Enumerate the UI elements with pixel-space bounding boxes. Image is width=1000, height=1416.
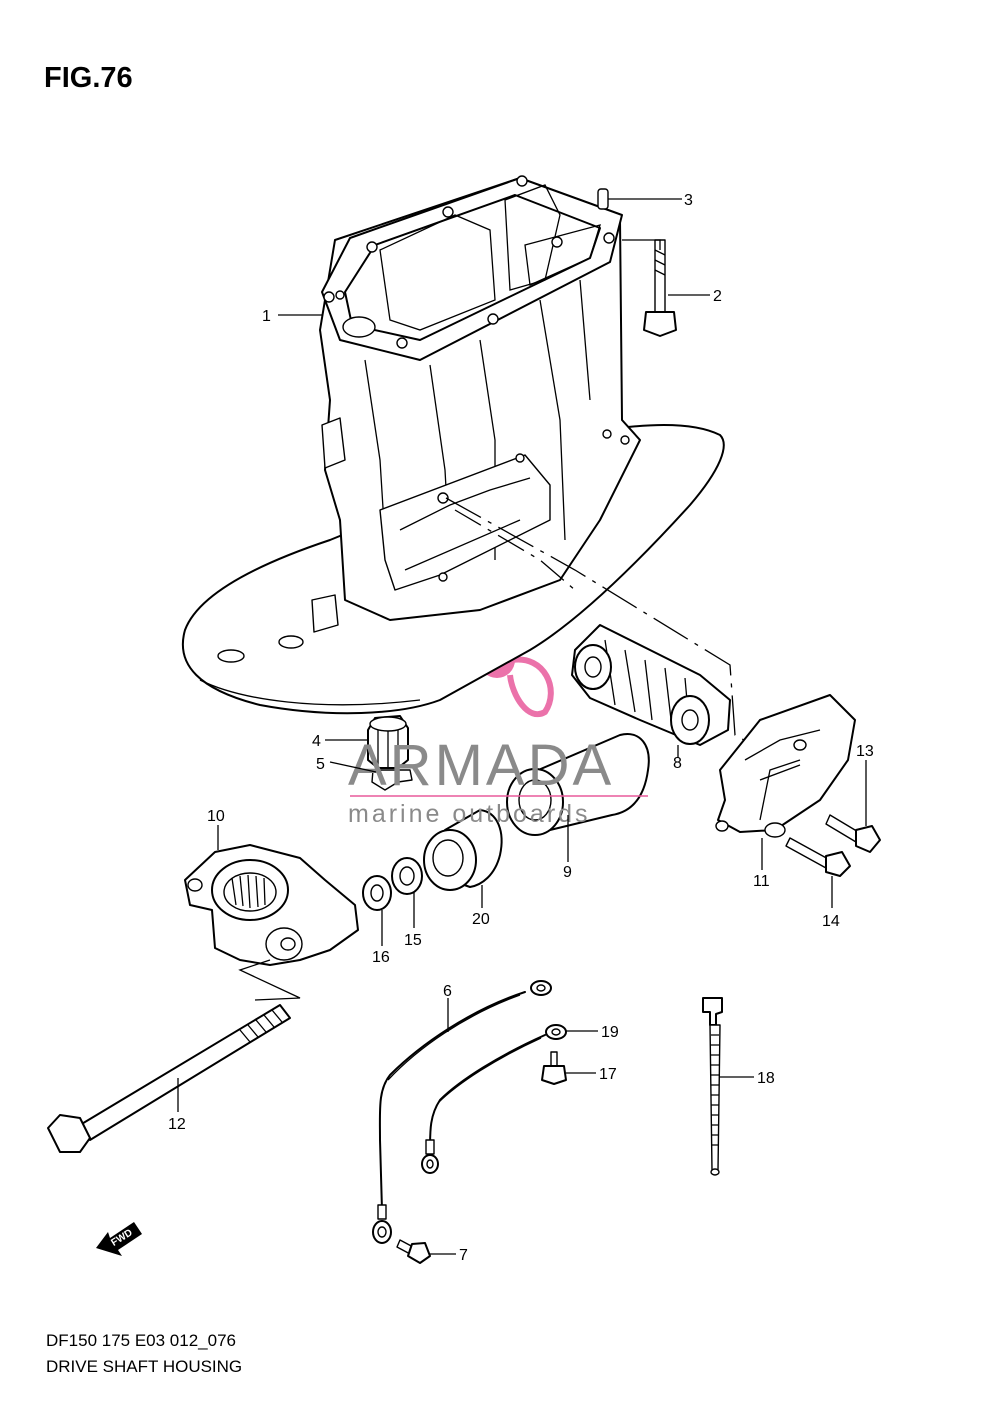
forward-arrow-icon: FWD xyxy=(96,1222,142,1256)
bushing-20 xyxy=(423,809,503,891)
watermark-tagline: marine outboards xyxy=(348,800,591,828)
figure-name: DRIVE SHAFT HOUSING xyxy=(46,1357,243,1376)
lower-mount-bushing-9 xyxy=(506,733,650,836)
bolt-14 xyxy=(785,837,851,877)
clip-5 xyxy=(371,769,413,791)
through-bolt-12 xyxy=(47,959,301,1153)
callout-18: 18 xyxy=(757,1070,775,1087)
callout-13: 13 xyxy=(856,743,874,760)
callout-17: 17 xyxy=(599,1066,617,1083)
callout-8: 8 xyxy=(673,755,682,772)
washer-15 xyxy=(391,857,423,895)
upper-mount-rubber-8 xyxy=(571,624,731,746)
cable-tie-18 xyxy=(702,997,723,1176)
callout-7: 7 xyxy=(459,1247,468,1264)
callout-14: 14 xyxy=(822,913,840,930)
callout-2: 2 xyxy=(713,288,722,305)
leader-lines xyxy=(177,198,867,1255)
callout-9: 9 xyxy=(563,864,572,881)
callout-11: 11 xyxy=(753,873,770,890)
mount-cover-11 xyxy=(715,694,856,838)
lower-mount-bracket-10 xyxy=(184,844,359,966)
washer-16 xyxy=(362,875,392,911)
callout-12: 12 xyxy=(168,1116,186,1133)
grommet-nut-4 xyxy=(367,715,409,769)
dowel-pin-3 xyxy=(597,188,609,210)
figure-title: FIG.76 xyxy=(44,62,133,94)
callout-4: 4 xyxy=(312,733,321,750)
callout-20: 20 xyxy=(472,911,490,928)
ground-wire-6 xyxy=(372,980,552,1244)
callout-16: 16 xyxy=(372,949,390,966)
callout-5: 5 xyxy=(316,756,325,773)
screw-17 xyxy=(541,1051,567,1085)
watermark-brand: ARMADA xyxy=(348,733,614,798)
callout-3: 3 xyxy=(684,192,693,209)
figure-code: DF150 175 E03 012_076 xyxy=(46,1331,236,1350)
screw-7 xyxy=(396,1239,431,1264)
callout-15: 15 xyxy=(404,932,422,949)
bolt-2 xyxy=(643,239,677,337)
callout-10: 10 xyxy=(207,808,225,825)
bolt-13 xyxy=(825,814,881,853)
callout-labels: 1 2 3 4 5 6 7 8 9 10 11 12 13 14 15 16 1… xyxy=(168,192,874,1264)
callout-6: 6 xyxy=(443,983,452,1000)
drive-shaft-housing xyxy=(181,175,725,715)
callout-1: 1 xyxy=(262,308,271,325)
callout-19: 19 xyxy=(601,1024,619,1041)
ground-wire-19 xyxy=(421,1024,567,1174)
